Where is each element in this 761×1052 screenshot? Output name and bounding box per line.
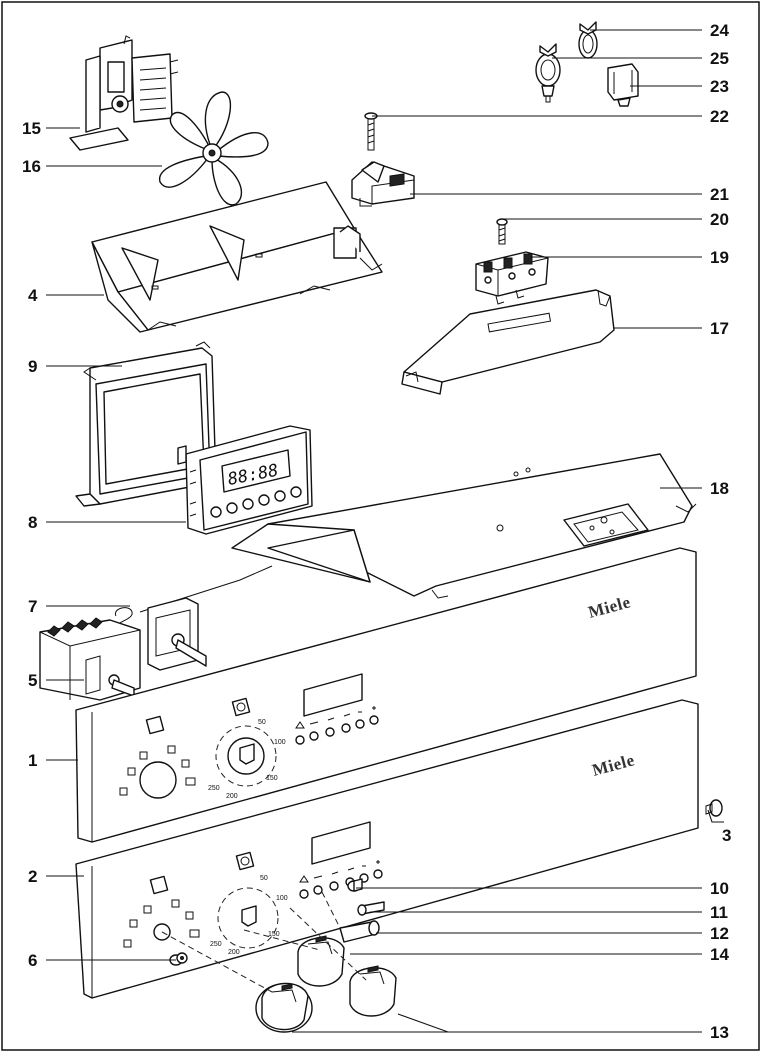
- part-13-control-knob-second: [349, 965, 397, 1017]
- callout-10: 10: [710, 879, 729, 898]
- part-3-panel-screw: [705, 799, 723, 817]
- callout-15: 15: [22, 119, 41, 138]
- part-4-fan-bracket: [91, 181, 383, 333]
- callout-12: 12: [710, 924, 729, 943]
- callout-18: 18: [710, 479, 729, 498]
- callout-13: 13: [710, 1023, 729, 1042]
- part-16-fan-impeller: [159, 91, 269, 206]
- part-2-control-panel-alt: Miele 50 100 150 200 250: [75, 699, 699, 999]
- callout-4: 4: [28, 286, 38, 305]
- dial-label-1-250: 250: [208, 785, 220, 792]
- dial-label-1-100: 100: [274, 739, 286, 746]
- callout-21: 21: [710, 185, 729, 204]
- part-21-cable-clamp: [351, 161, 415, 207]
- callout-14: 14: [710, 945, 729, 964]
- part-17-terminal-bracket: [401, 289, 615, 395]
- dial-label-2-200: 200: [228, 949, 240, 956]
- part-18-mounting-plate: [231, 453, 697, 599]
- part-22-clamp-screw: [364, 112, 378, 151]
- callout-25: 25: [710, 49, 729, 68]
- callout-3: 3: [722, 826, 731, 845]
- callout-17: 17: [710, 319, 729, 338]
- callout-16: 16: [22, 157, 41, 176]
- part-19-terminal-block: [475, 251, 549, 305]
- callout-7: 7: [28, 597, 37, 616]
- part-23-cable-clip: [607, 63, 639, 107]
- part-8-electronic-timer: 88:88: [177, 425, 313, 535]
- callout-11: 11: [710, 903, 728, 922]
- dial-label-1-50: 50: [258, 719, 266, 726]
- dial-label-2-250: 250: [210, 941, 222, 948]
- part-12-push-button-long: [339, 920, 380, 943]
- part-14-control-knob: [297, 935, 345, 987]
- callout-1: 1: [28, 751, 37, 770]
- callout-9: 9: [28, 357, 37, 376]
- part-20-terminal-screw: [496, 218, 508, 245]
- part-25-cable-tie: [535, 43, 561, 103]
- part-5-selector-switch: [39, 617, 141, 701]
- callout-19: 19: [710, 248, 729, 267]
- part-1-control-panel: Miele 50 100 150 200 250: [75, 547, 697, 843]
- dial-label-2-150: 150: [268, 931, 280, 938]
- part-11-push-button-pin: [357, 901, 385, 916]
- callout-8: 8: [28, 513, 37, 532]
- callout-23: 23: [710, 77, 729, 96]
- dial-label-2-100: 100: [276, 895, 288, 902]
- dial-label-1-150: 150: [266, 775, 278, 782]
- part-13-control-knob: [255, 982, 313, 1033]
- part-7-thermostat: [114, 565, 273, 671]
- dial-label-2-50: 50: [260, 875, 268, 882]
- callout-6: 6: [28, 951, 37, 970]
- part-24-cable-tie: [578, 21, 598, 59]
- callout-2: 2: [28, 867, 37, 886]
- dial-label-1-200: 200: [226, 793, 238, 800]
- callout-20: 20: [710, 210, 729, 229]
- callout-22: 22: [710, 107, 729, 126]
- callout-24: 24: [710, 21, 729, 40]
- leader-lines: [46, 29, 724, 1033]
- callout-5: 5: [28, 671, 37, 690]
- part-15-fan-motor: [69, 35, 179, 151]
- assembly-lines: [161, 891, 367, 993]
- callout-labels: 15 16 4 9 8 7 5 1 2 6 24 25 23 22 21 20 …: [22, 21, 731, 1042]
